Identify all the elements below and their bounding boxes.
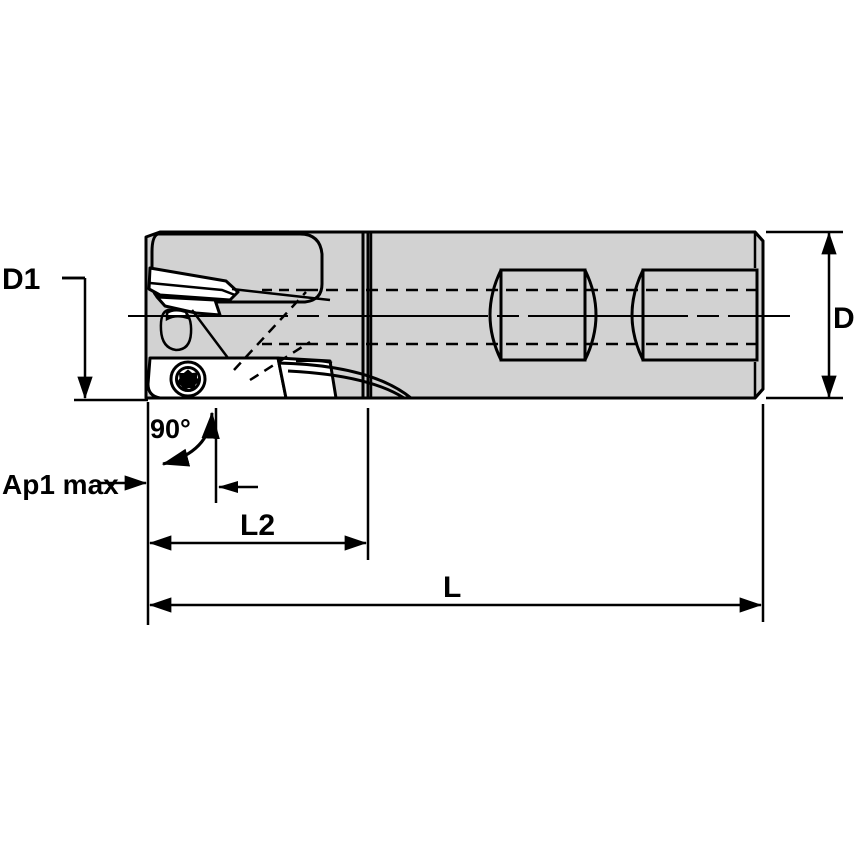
dimension-l: L [148,404,765,622]
l2-label: L2 [240,509,275,542]
coolant-bore-oval [159,308,193,352]
cutting-insert-lower-lip [155,295,222,317]
chip-channel-curve-outer [277,361,412,400]
torx-screw [169,360,207,398]
dimension-ap1-max: Ap1 max [2,402,258,625]
d1-label: D1 [2,263,40,296]
insert-seat-lower [146,356,288,400]
l-label: L [443,571,461,604]
insert-top-edge-highlight [231,287,331,302]
torx-screw-star [176,369,200,391]
dimension-l2: L2 [148,408,370,560]
angle-90-label: 90° [150,414,191,444]
chip-channel-curve-third [295,359,333,365]
hidden-taper-line-lower [249,340,311,382]
chip-channel-curve-inner [287,369,405,400]
shank-end-chamfer-top [753,231,765,242]
cutting-insert-upper [147,266,240,302]
shank-end-chamfer-bottom [753,388,765,399]
tool-body-group [128,230,790,400]
shank-flat-1-left-arc [488,269,503,361]
cutting-insert-upper-facet [149,281,236,297]
dimension-d: D [766,230,854,400]
dimension-angle-90: 90° [150,411,220,467]
hidden-taper-line-upper [233,291,307,371]
d-label: D [833,302,854,335]
angle-arc [161,411,220,467]
dimension-d1: D1 [2,263,148,402]
ap1-max-label: Ap1 max [2,469,119,500]
